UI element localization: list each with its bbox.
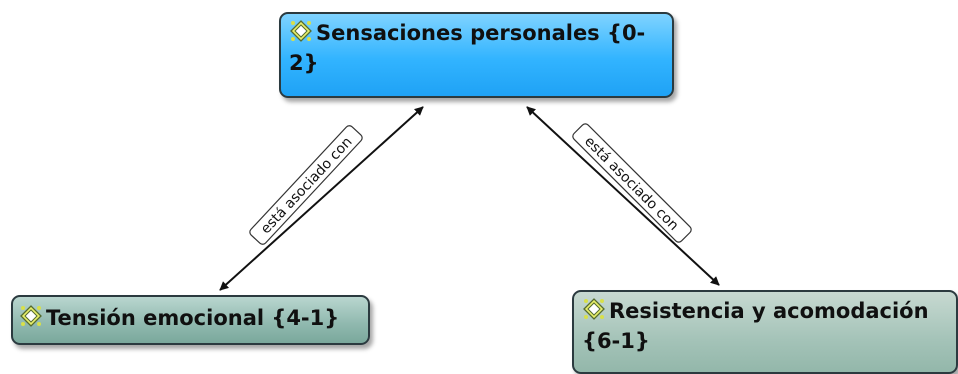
link-top-right-line — [526, 106, 720, 286]
concept-icon — [583, 298, 605, 320]
link-top-left-label: está asociado con — [258, 134, 356, 237]
concept-node-resistencia[interactable]: Resistencia y acomodación {6-1} — [572, 290, 958, 374]
concept-node-label: Resistencia y acomodación {6-1} — [582, 299, 929, 353]
concept-node-label: Sensaciones personales {0-2} — [289, 21, 646, 75]
link-top-right-label: está asociado con — [581, 133, 681, 233]
concept-icon — [290, 20, 312, 42]
link-top-left[interactable]: está asociado con — [219, 106, 424, 291]
link-top-right-label-box — [572, 123, 692, 243]
concept-icon — [20, 305, 42, 327]
concept-node-label: Tensión emocional {4-1} — [46, 306, 340, 330]
link-top-left-label-box — [249, 125, 363, 245]
link-top-right[interactable]: está asociado con — [526, 106, 720, 286]
concept-node-tension[interactable]: Tensión emocional {4-1} — [11, 295, 370, 345]
concept-node-sensaciones[interactable]: Sensaciones personales {0-2} — [279, 12, 674, 98]
link-top-left-line — [219, 106, 424, 291]
